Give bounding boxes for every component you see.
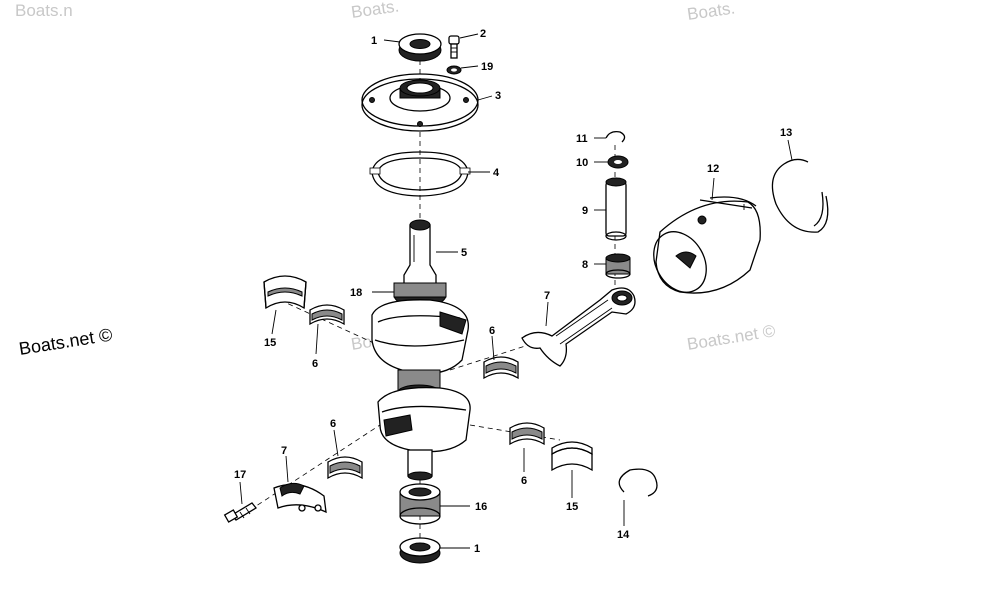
callout-5: 5 <box>461 247 467 259</box>
callout-1-top: 1 <box>371 35 377 47</box>
callout-10: 10 <box>576 157 588 169</box>
watermark-left: Boats.net © <box>17 324 113 359</box>
needle-bearing-cage-a <box>309 304 345 326</box>
connecting-rod-right <box>521 287 636 367</box>
callout-11: 11 <box>576 133 588 145</box>
callout-14: 14 <box>617 529 630 541</box>
needle-bearing-cage-d <box>327 456 363 480</box>
watermark-right: Boats.net © <box>686 321 777 354</box>
seal-ring-bottom <box>399 537 441 564</box>
watermark-top-left: Boats.n <box>15 1 73 20</box>
callout-8: 8 <box>582 259 588 271</box>
crankshaft <box>371 219 471 481</box>
bearing-shell-left <box>263 275 307 310</box>
callout-17: 17 <box>234 469 246 481</box>
piston <box>653 196 761 294</box>
callout-9: 9 <box>582 205 588 217</box>
callout-15-right: 15 <box>566 501 578 513</box>
callout-7-right: 7 <box>544 290 550 302</box>
needle-bearing-cage-b <box>483 356 519 380</box>
callouts: 1 2 19 3 4 5 18 15 6 6 6 6 7 7 17 16 1 1… <box>234 28 792 555</box>
callout-13: 13 <box>780 127 792 139</box>
callout-6-a: 6 <box>312 358 318 370</box>
piston-pin-clip <box>605 130 626 143</box>
callout-7-left: 7 <box>281 445 287 457</box>
callout-2: 2 <box>480 28 486 40</box>
piston-pin <box>605 177 627 241</box>
piston-ring <box>771 158 829 233</box>
lock-washer-part <box>446 65 462 75</box>
roller-bearing <box>399 483 441 525</box>
callout-1-bottom: 1 <box>474 543 480 555</box>
bearing-shell-right <box>551 441 593 472</box>
callout-3: 3 <box>495 90 501 102</box>
cap-screw <box>223 502 257 523</box>
callout-6-b: 6 <box>489 325 495 337</box>
callout-18: 18 <box>350 287 362 299</box>
watermark-top-center: Boats. <box>350 0 400 22</box>
connecting-rod-cap-left <box>273 482 327 514</box>
retaining-ring-part14 <box>618 468 658 497</box>
callout-19: 19 <box>481 61 493 73</box>
callout-4: 4 <box>493 167 500 179</box>
watermark-top-right: Boats. <box>686 0 736 24</box>
callout-15-left: 15 <box>264 337 276 349</box>
callout-12: 12 <box>707 163 719 175</box>
callout-16: 16 <box>475 501 487 513</box>
pin-needle-bearing <box>605 253 631 279</box>
needle-bearing-cage-c <box>509 422 545 446</box>
leader-lines <box>239 33 793 549</box>
bearing-housing-plate <box>361 73 479 132</box>
callout-6-d: 6 <box>521 475 527 487</box>
callout-6-c: 6 <box>330 418 336 430</box>
thrust-washer <box>607 155 629 169</box>
screw-part <box>448 35 460 59</box>
seal-ring-top <box>398 33 442 62</box>
gasket <box>369 151 471 197</box>
